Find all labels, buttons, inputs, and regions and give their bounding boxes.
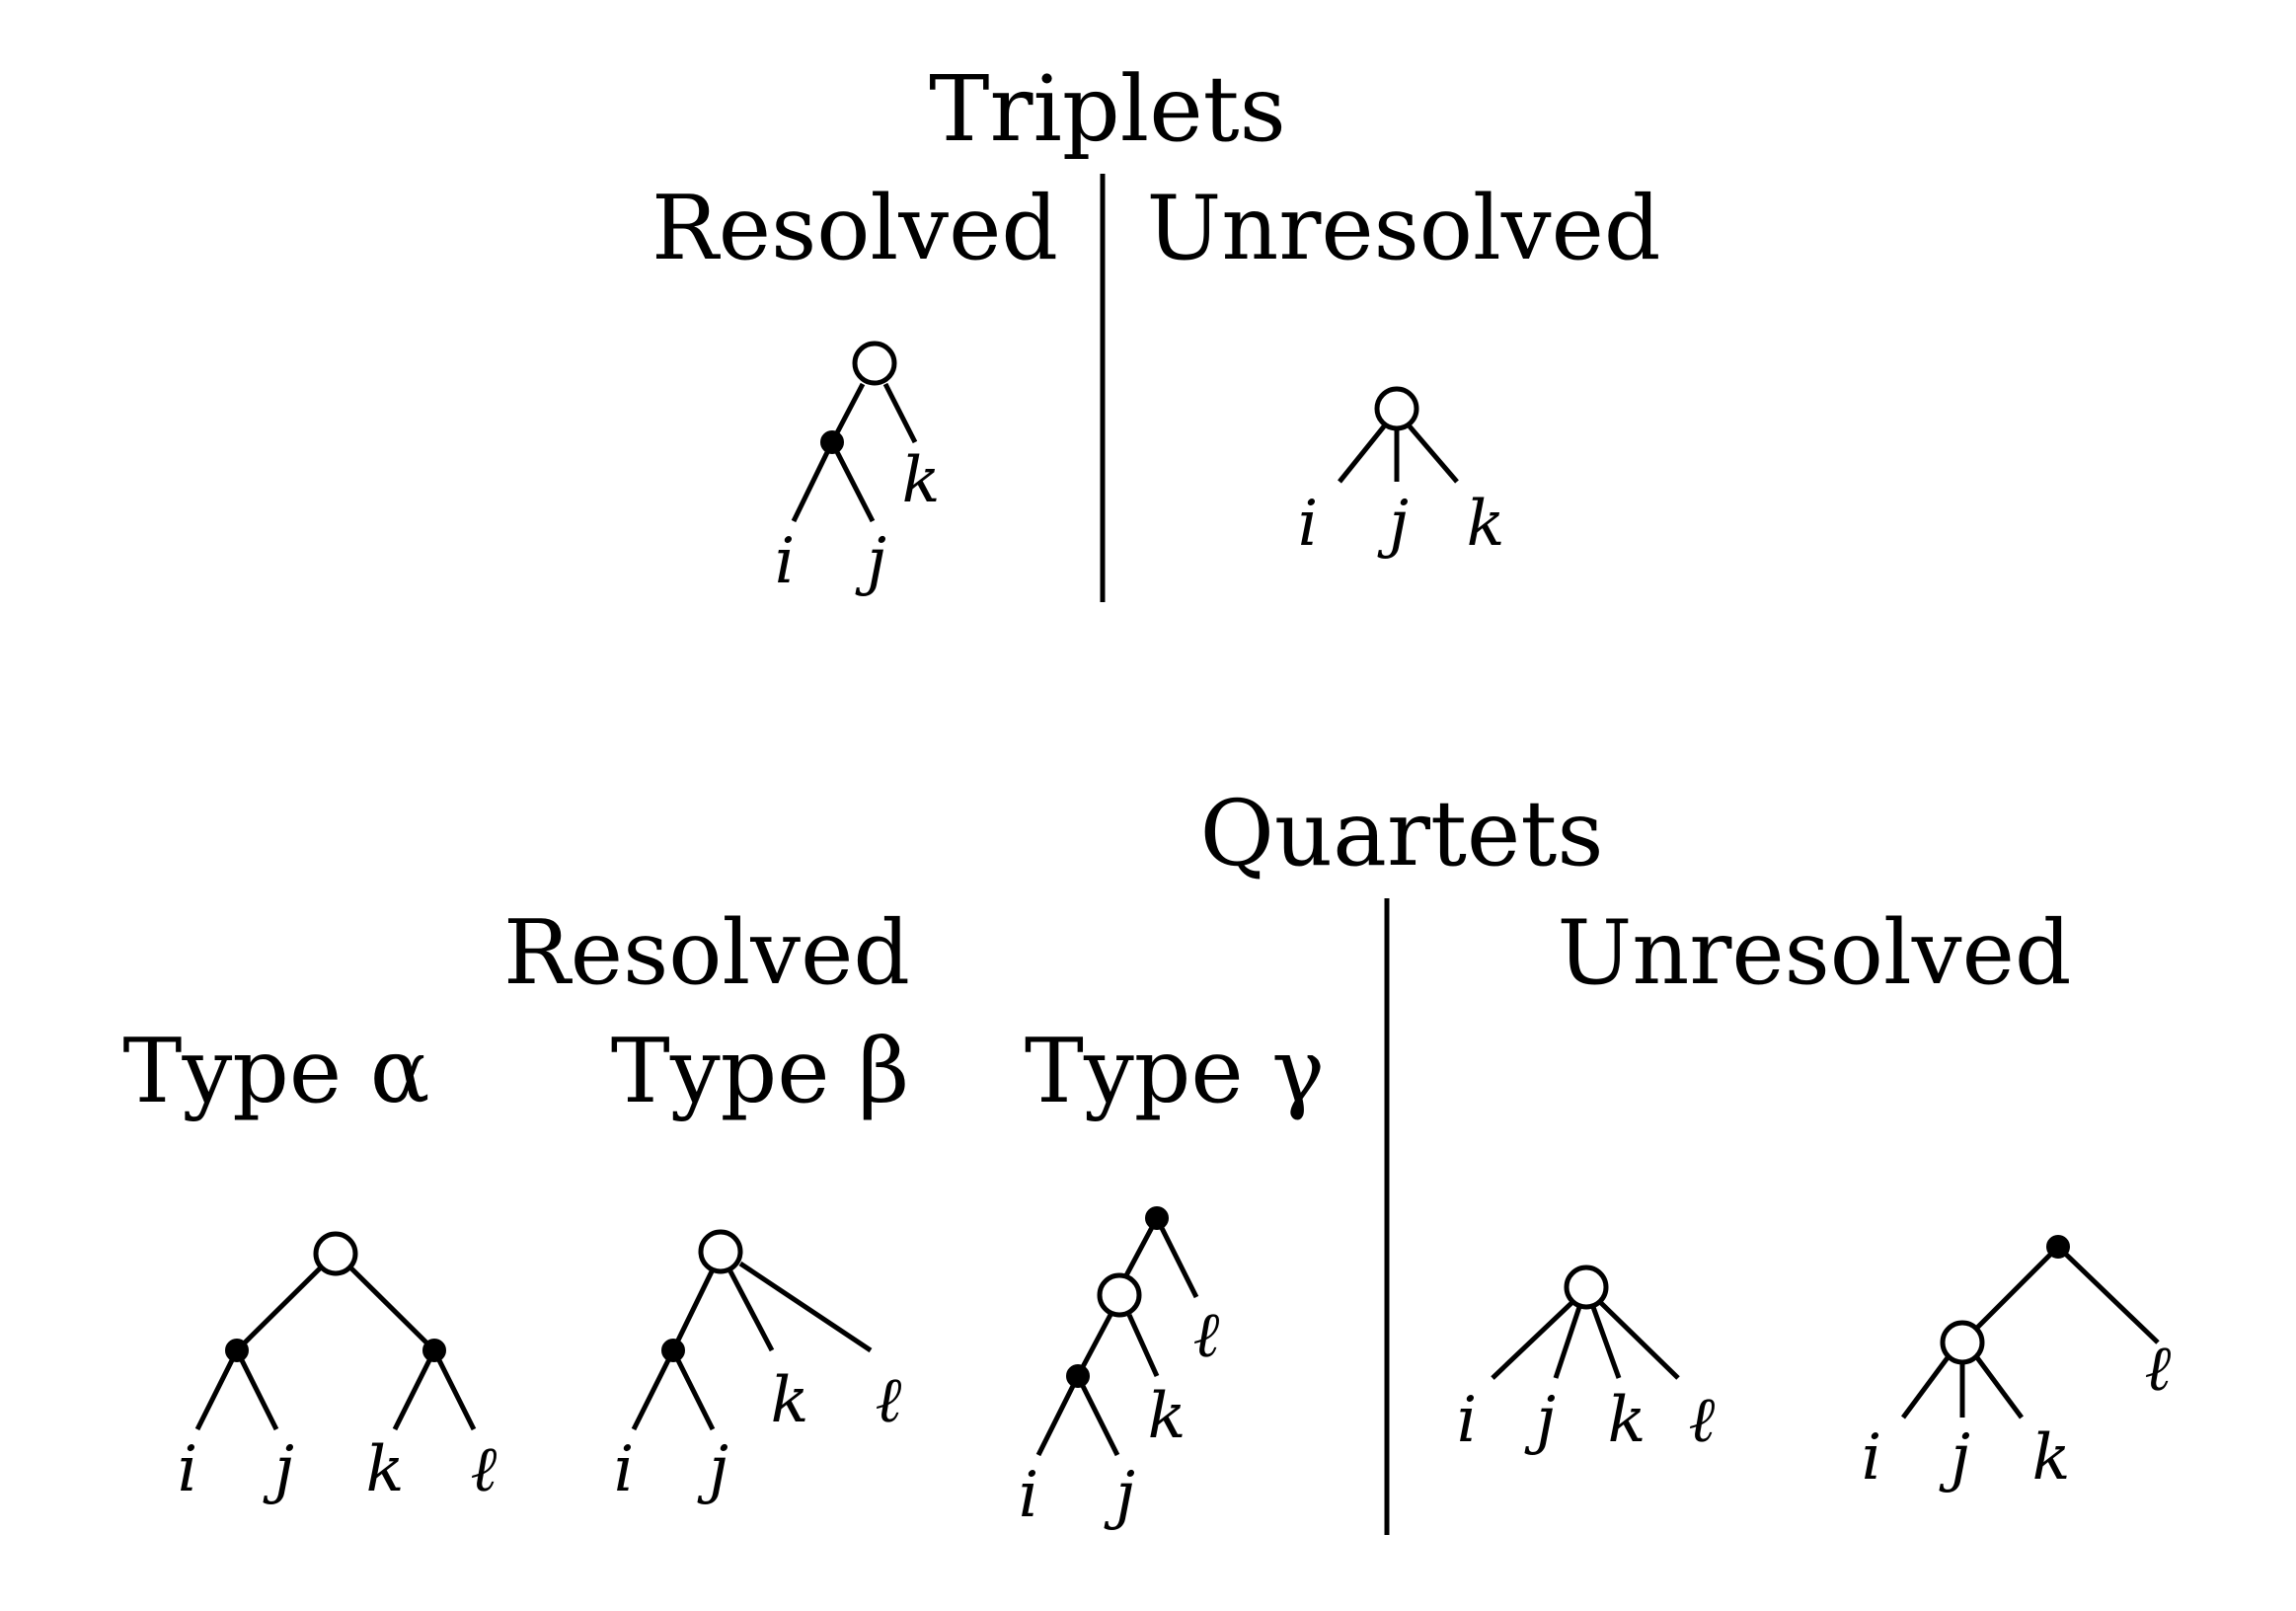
filled-node bbox=[661, 1339, 685, 1362]
tree-edge bbox=[1553, 1306, 1582, 1379]
leaf-label: ℓ bbox=[2145, 1333, 2172, 1406]
type-beta-label: Type β bbox=[611, 1020, 909, 1123]
tree-edge bbox=[1599, 1301, 1680, 1380]
leaf-label: j bbox=[263, 1433, 294, 1506]
type-alpha-label: Type α bbox=[122, 1020, 429, 1123]
leaf-label: k bbox=[1467, 488, 1505, 561]
leaf-label: k bbox=[1148, 1380, 1186, 1453]
tree-edge bbox=[829, 440, 876, 523]
leaf-label: k bbox=[366, 1433, 405, 1506]
triplet-unresolved-tree: i j k bbox=[1298, 386, 1505, 561]
tree-edge bbox=[194, 1348, 240, 1431]
leaf-label: k bbox=[2032, 1421, 2071, 1495]
open-node bbox=[698, 1229, 743, 1274]
filled-node bbox=[422, 1339, 446, 1362]
open-node bbox=[1097, 1272, 1142, 1318]
tree-edge bbox=[670, 1267, 716, 1352]
leaf-label: j bbox=[697, 1433, 728, 1506]
tree-edge bbox=[1491, 1301, 1573, 1380]
leaf-label: j bbox=[1377, 488, 1409, 561]
tree-edge bbox=[1974, 1245, 2060, 1331]
open-node bbox=[1374, 386, 1419, 431]
leaf-label: k bbox=[771, 1364, 809, 1437]
open-node bbox=[313, 1231, 358, 1276]
tree-edge bbox=[235, 1266, 323, 1352]
leaf-label: i bbox=[1298, 488, 1318, 561]
leaf-label: i bbox=[1457, 1384, 1477, 1457]
tree-edge bbox=[791, 440, 835, 523]
tree-edge bbox=[1590, 1306, 1622, 1379]
leaf-label: j bbox=[855, 525, 886, 598]
filled-node bbox=[820, 430, 844, 454]
tree-edge bbox=[1408, 424, 1459, 484]
leaf-label: j bbox=[1939, 1421, 1970, 1495]
filled-node bbox=[225, 1339, 249, 1362]
filled-node bbox=[1066, 1364, 1090, 1388]
leaf-label: j bbox=[1524, 1384, 1556, 1457]
tree-edge bbox=[1035, 1374, 1081, 1457]
tree-edge bbox=[670, 1348, 716, 1431]
quartet-beta-tree: i j k ℓ bbox=[614, 1229, 902, 1506]
triplets-resolved-label: Resolved bbox=[651, 177, 1058, 280]
quartet-unresolved-star-tree: i j k ℓ bbox=[1457, 1265, 1716, 1457]
open-node bbox=[1940, 1320, 1985, 1365]
tree-edge bbox=[1900, 1354, 1952, 1419]
leaf-label: i bbox=[1862, 1421, 1881, 1495]
tree-edge bbox=[882, 382, 918, 444]
tree-edge bbox=[1973, 1354, 2025, 1419]
tree-edge bbox=[392, 1348, 437, 1431]
quartet-gamma-tree: i j k ℓ bbox=[1019, 1206, 1220, 1532]
leaf-label: k bbox=[902, 444, 941, 517]
leaf-label: i bbox=[614, 1433, 634, 1506]
tree-edge bbox=[348, 1266, 436, 1352]
leaf-label: ℓ bbox=[1193, 1299, 1220, 1372]
leaf-label: i bbox=[1019, 1459, 1038, 1532]
triplet-resolved-tree: i j k bbox=[775, 341, 941, 598]
leaf-label: ℓ bbox=[876, 1364, 902, 1437]
filled-node bbox=[2046, 1235, 2070, 1259]
quartets-title: Quartets bbox=[1199, 781, 1603, 886]
leaf-label: i bbox=[178, 1433, 197, 1506]
tree-edge bbox=[2056, 1245, 2160, 1344]
tree-edge bbox=[1075, 1374, 1120, 1457]
quartets-unresolved-label: Unresolved bbox=[1558, 901, 2072, 1005]
quartets-resolved-label: Resolved bbox=[503, 901, 910, 1005]
open-node bbox=[852, 341, 897, 386]
leaf-label: ℓ bbox=[1689, 1384, 1716, 1457]
quartet-alpha-tree: i j k ℓ bbox=[178, 1231, 497, 1506]
tree-edge bbox=[234, 1348, 279, 1431]
tree-edge bbox=[431, 1348, 477, 1431]
tree-edge bbox=[1075, 1311, 1114, 1378]
tree-edge bbox=[738, 1261, 873, 1353]
leaf-label: ℓ bbox=[471, 1433, 497, 1506]
type-gamma-label: Type γ bbox=[1025, 1020, 1325, 1123]
leaf-label: j bbox=[1104, 1459, 1135, 1532]
open-node bbox=[1564, 1265, 1609, 1310]
tree-edge bbox=[1154, 1216, 1199, 1299]
triplets-unresolved-label: Unresolved bbox=[1147, 177, 1661, 280]
tree-edge bbox=[631, 1348, 676, 1431]
tree-edge bbox=[727, 1269, 775, 1352]
leaf-label: k bbox=[1608, 1384, 1646, 1457]
filled-node bbox=[1145, 1206, 1169, 1230]
quartet-unresolved-polytomy-tree: i j k ℓ bbox=[1862, 1235, 2172, 1495]
tree-edge bbox=[1338, 424, 1386, 484]
triplets-title: Triplets bbox=[929, 56, 1286, 162]
tree-edge bbox=[1126, 1313, 1160, 1378]
leaf-label: i bbox=[775, 525, 795, 598]
